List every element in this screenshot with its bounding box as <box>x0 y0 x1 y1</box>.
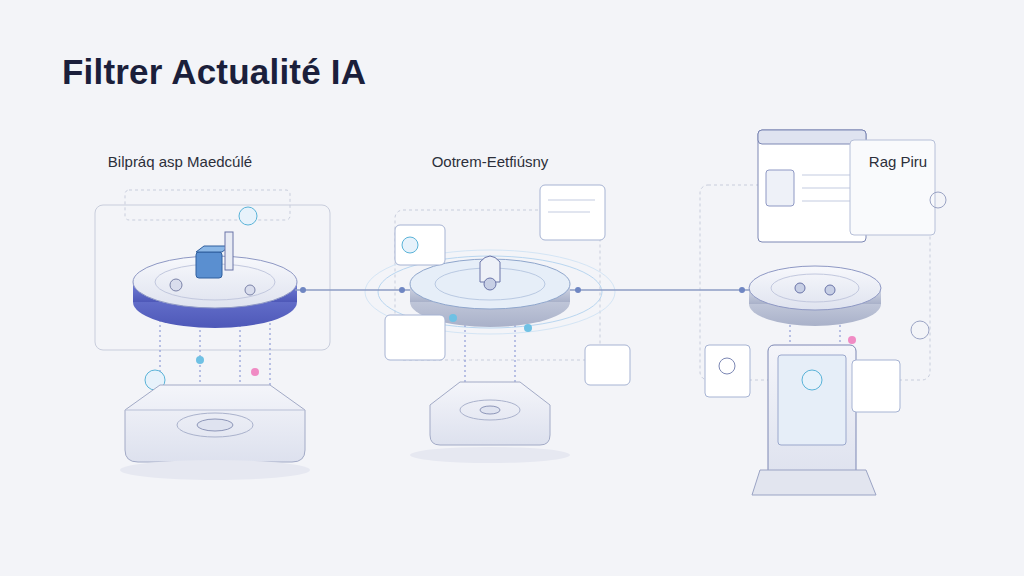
stage-node: Ootrem-Eetfiúsny <box>410 262 570 318</box>
connector-line <box>295 287 410 293</box>
stage-node: Rag Piru <box>750 266 880 314</box>
diagram-title: Filtrer Actualité IA <box>62 52 366 92</box>
stage-left-art <box>95 190 330 405</box>
disc-middle <box>385 185 630 385</box>
base-left <box>120 385 310 480</box>
disc-right <box>749 266 881 344</box>
stage-node: Bilpráq asp Maedcúlé <box>135 262 295 318</box>
disc-left <box>133 207 297 390</box>
connector-line <box>570 287 750 293</box>
browser-window <box>758 130 935 242</box>
stage-heading: Ootrem-Eetfiúsny <box>432 153 549 170</box>
stage-heading: Bilpráq asp Maedcúlé <box>108 153 252 170</box>
base-middle <box>410 382 570 463</box>
device-right <box>705 192 946 495</box>
stage-heading: Rag Piru <box>869 153 927 170</box>
